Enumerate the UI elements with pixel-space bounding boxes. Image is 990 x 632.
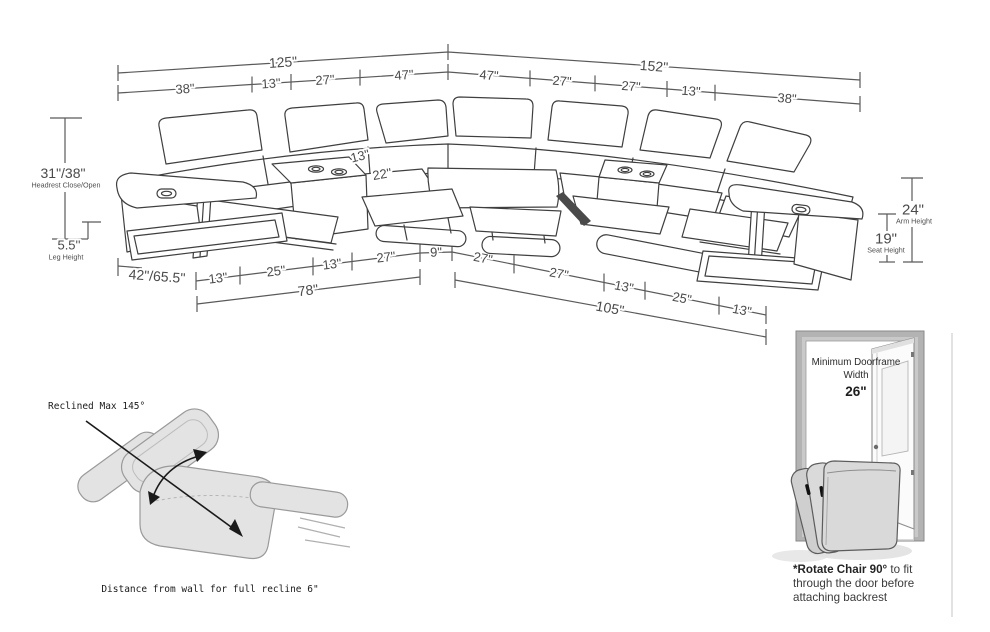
rotated-chair: [790, 460, 901, 555]
dim-bottom-seg: 13": [613, 277, 635, 295]
dim-total-left: 125": [268, 53, 297, 71]
dim-arm-height: 24": [902, 202, 924, 219]
footrest-4: [556, 192, 712, 273]
left-arm: [115, 172, 288, 261]
dim-leg-label: Leg Height: [49, 253, 84, 262]
dim-corner-seg: 9": [430, 244, 443, 259]
doorframe-title-line1: Minimum Doorframe: [812, 357, 901, 368]
wall-distance-label: Distance from wall for full recline 6": [101, 584, 318, 595]
dim-bottom-seg: 25": [671, 289, 693, 307]
arm-pad: [115, 172, 258, 209]
doorframe-width-value: 26": [845, 384, 866, 399]
door-note-line2: through the door before: [793, 577, 914, 590]
headrest-panel: [158, 109, 263, 165]
corner-seat-cushion: [427, 167, 560, 209]
dim-bottom-seg: 13": [208, 269, 229, 286]
dim-top-seg: 47": [479, 67, 500, 83]
recliner-seat: [139, 465, 277, 560]
recline-max-label: Reclined Max 145°: [48, 401, 145, 412]
doorframe-title-line2: Width: [843, 370, 868, 381]
footrest-3: [469, 206, 562, 258]
sofa-inner-labels: 13" 22": [347, 144, 395, 185]
dim-top-seg: 27": [552, 73, 573, 89]
headrest-panel: [452, 96, 534, 139]
dim-top-seg: 38": [777, 90, 798, 106]
dim-seat-height: 19": [875, 231, 897, 248]
doorframe-figure: Minimum Doorframe Width 26" *Rotate Chai…: [772, 330, 953, 617]
door-note-line3: attaching backrest: [793, 591, 888, 604]
dim-seat-label: Seat Height: [867, 246, 905, 255]
dim-top-seg: 13": [681, 83, 702, 99]
dim-bottom-seg: 27": [548, 264, 570, 282]
headrest-panel: [376, 99, 449, 144]
left-dimension-lines: 31"/38" Headrest Close/Open 5.5'' Leg He…: [30, 117, 102, 263]
console-right: [596, 159, 668, 209]
right-arm: [696, 184, 864, 291]
dim-headrest-height: 31"/38": [41, 165, 86, 181]
dim-headrest-label: Headrest Close/Open: [31, 181, 100, 190]
dim-top-seg: 13": [261, 75, 281, 91]
bottom-dimension-lines: 42"/65.5" 13" 25" 13" 27" 9" 27" 27" 13"…: [117, 242, 767, 345]
rotation-arc-arrow: [152, 455, 200, 498]
dim-top-seg: 27": [621, 78, 642, 94]
recliner-figure: Reclined Max 145° Distance from wall for…: [48, 401, 351, 595]
dim-bottom-seg: 13": [322, 255, 343, 272]
dim-bottom-seg: 27": [376, 248, 397, 265]
chair-seat: [821, 460, 901, 552]
headrest-panel: [726, 120, 812, 173]
dim-bottom-seg: 25": [266, 262, 287, 279]
recline-strut: [556, 192, 591, 226]
dim-top-seg: 47": [394, 67, 414, 83]
dim-bottom-seg: 13": [731, 301, 753, 319]
headrest-panel: [639, 109, 723, 159]
dim-arm-label: Arm Height: [896, 217, 932, 226]
sectional-sofa-drawing: [115, 96, 864, 291]
dim-top-seg: 27": [315, 72, 335, 88]
headrest-panel: [284, 102, 369, 153]
dim-right-total: 105": [595, 298, 626, 319]
top-dimension-lines: 125" 152" 38" 13" 27" 47" 47" 27" 27" 13…: [117, 44, 861, 112]
dim-top-seg: 38": [175, 81, 195, 97]
headrest-panel: [547, 100, 629, 148]
recliner-armrest: [249, 481, 349, 518]
door-note-line1: *Rotate Chair 90° to fit: [793, 563, 913, 576]
dim-total-right: 152": [639, 57, 669, 75]
arm-pad: [728, 184, 864, 220]
dim-leg-height: 5.5'': [57, 238, 80, 253]
dim-corner-seat: 22": [371, 165, 393, 183]
dim-left-total: 78": [297, 281, 319, 299]
right-dimension-lines: 24" Arm Height 19" Seat Height: [866, 177, 933, 263]
recline-direction-arrow: [85, 420, 239, 533]
dim-chaise-depth: 42"/65.5": [128, 266, 186, 286]
dim-corner-back: 13": [349, 146, 372, 165]
door-knob: [873, 444, 879, 450]
footrest-2: [361, 188, 467, 248]
